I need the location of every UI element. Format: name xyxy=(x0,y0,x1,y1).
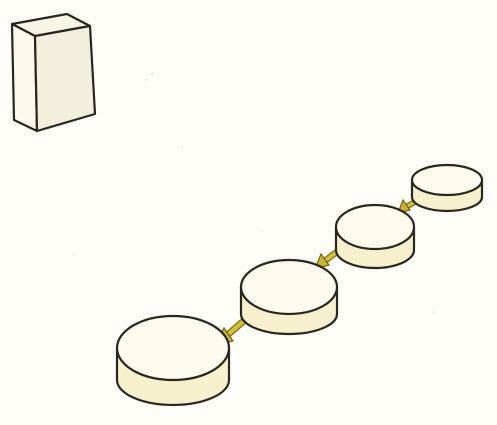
disc-2 xyxy=(239,258,339,336)
disc-top xyxy=(239,258,339,316)
block-front-face xyxy=(10,22,39,133)
upright-block xyxy=(10,12,97,133)
paper-specks xyxy=(73,73,435,313)
disc-top xyxy=(334,203,416,251)
disc-top xyxy=(410,163,484,197)
disc-1 xyxy=(115,314,231,407)
disc-3 xyxy=(334,203,416,270)
disc-top xyxy=(115,314,231,382)
block-side-face xyxy=(33,24,97,133)
disc-4 xyxy=(410,163,484,213)
